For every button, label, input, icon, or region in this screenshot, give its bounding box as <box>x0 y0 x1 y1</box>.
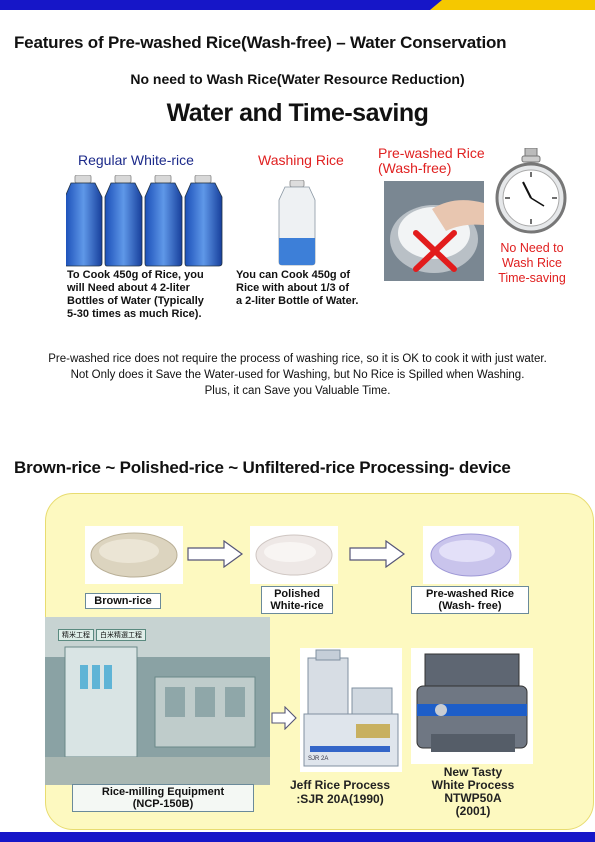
caption-line: will Need about 4 2-liter <box>67 282 190 294</box>
prewashed-title: Pre-washed Rice (Wash-free) <box>378 146 485 176</box>
polished-rice-grain-image <box>250 526 338 584</box>
label-line: White-rice <box>270 600 324 612</box>
caption-line: :SJR 20A(1990) <box>296 792 384 806</box>
stopwatch-icon <box>495 148 567 234</box>
caption-line: 5-30 times as much Rice). <box>67 308 202 320</box>
prewashed-title-line: (Wash-free) <box>378 160 452 176</box>
factory-sign-2: 白米精選工程 <box>96 629 146 641</box>
label-line: Pre-washed Rice <box>425 588 515 600</box>
caption-line: You can Cook 450g of <box>236 269 351 281</box>
x-mark-icon <box>413 230 457 272</box>
bottle-icon <box>104 175 143 267</box>
caption-line: (2001) <box>455 804 491 818</box>
arrow-right-icon <box>349 540 406 568</box>
caption-line: To Cook 450g of Rice, you <box>67 269 204 281</box>
note-line: Time-saving <box>498 271 566 285</box>
note-line: No Need to <box>500 241 564 255</box>
water-bottles-illustration <box>66 175 223 267</box>
note-line: Wash Rice <box>502 256 562 270</box>
caption-line: NTWP50A <box>444 791 502 805</box>
machine-tag: SJR 2A <box>308 756 329 762</box>
bottle-icon <box>184 175 223 267</box>
arrow-right-icon <box>187 540 244 568</box>
top-bar <box>0 0 595 10</box>
caption-line: New Tasty <box>443 765 503 779</box>
jeff-machine-photo <box>300 648 402 772</box>
caption-line: Jeff Rice Process <box>289 778 391 792</box>
label-line: Rice-milling Equipment <box>101 786 225 798</box>
jeff-process-caption: Jeff Rice Process :SJR 20A(1990) <box>278 778 402 806</box>
description: Pre-washed rice does not require the pro… <box>0 351 595 399</box>
section-title-processing: Brown-rice ~ Polished-rice ~ Unfiltered-… <box>14 458 511 477</box>
caption-line: White Process <box>431 778 515 792</box>
prewashed-rice-label: Pre-washed Rice (Wash- free) <box>411 586 529 614</box>
washing-rice-title: Washing Rice <box>258 152 344 168</box>
bottle-icon <box>144 175 183 267</box>
section-title-water: Features of Pre-washed Rice(Wash-free) –… <box>14 33 507 52</box>
rice-cooker-photo <box>384 181 484 281</box>
description-line: Plus, it can Save you Valuable Time. <box>204 385 391 397</box>
label-line: Polished <box>274 588 320 600</box>
regular-rice-title: Regular White-rice <box>78 152 194 168</box>
description-line: Not Only does it Save the Water-used for… <box>70 369 525 381</box>
prewashed-title-line: Pre-washed Rice <box>378 145 485 161</box>
caption-line: Rice with about 1/3 of <box>236 282 350 294</box>
arrow-right-icon <box>271 706 297 730</box>
washing-rice-caption: You can Cook 450g of Rice with about 1/3… <box>236 269 358 308</box>
brown-rice-grain-image <box>85 526 183 584</box>
regular-rice-caption: To Cook 450g of Rice, you will Need abou… <box>67 269 204 321</box>
subtitle: No need to Wash Rice(Water Resource Redu… <box>130 71 465 87</box>
polished-rice-label: Polished White-rice <box>261 586 333 614</box>
tasty-machine-photo <box>411 648 533 764</box>
label-line: (NCP-150B) <box>132 798 194 810</box>
caption-line: a 2-liter Bottle of Water. <box>236 295 359 307</box>
partial-bottle-icon <box>278 180 316 266</box>
bottle-icon <box>66 175 103 267</box>
headline: Water and Time-saving <box>166 99 429 127</box>
factory-sign-1: 精米工程 <box>58 629 94 641</box>
brown-rice-label: Brown-rice <box>85 593 161 609</box>
caption-line: Bottles of Water (Typically <box>67 295 204 307</box>
prewashed-rice-grain-image <box>423 526 519 584</box>
description-line: Pre-washed rice does not require the pro… <box>48 353 547 365</box>
label-line: (Wash- free) <box>438 600 502 612</box>
rice-milling-factory-photo <box>45 617 270 785</box>
no-wash-note: No Need to Wash Rice Time-saving <box>484 241 580 286</box>
rice-milling-label: Rice-milling Equipment (NCP-150B) <box>72 784 254 812</box>
bottom-bar <box>0 832 595 842</box>
tasty-process-caption: New Tasty White Process NTWP50A (2001) <box>420 766 526 818</box>
top-bar-accent <box>430 0 595 10</box>
